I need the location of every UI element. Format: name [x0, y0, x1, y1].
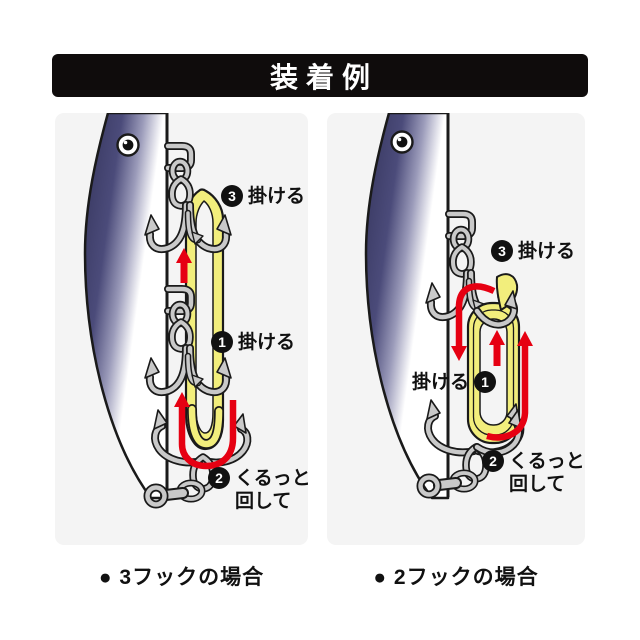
band-front-strand	[187, 404, 224, 450]
step-3-badge: 3	[221, 185, 243, 207]
three-hook-diagram	[83, 113, 308, 545]
arrow-wrap-icon	[174, 392, 237, 470]
belly-hook-point	[473, 290, 519, 329]
step-2-text-line2: 回して	[509, 474, 566, 495]
lure-body	[83, 113, 169, 500]
step-2-label: 2 くるっと 回して	[208, 467, 308, 513]
caption-three-hook: ● 3フックの場合	[98, 566, 265, 589]
rubber-band-loop	[466, 273, 521, 445]
step-2-text-line1: くるっと	[235, 468, 308, 489]
arrow-up-center-icon	[489, 330, 505, 366]
lure-body	[364, 113, 450, 500]
step-2-text-line1: くるっと	[509, 451, 585, 472]
title-bar: 装着例	[52, 54, 588, 97]
step-1-badge: 1	[474, 371, 497, 393]
step-1-text: 掛ける	[412, 372, 470, 393]
step-3-badge: 3	[491, 240, 513, 262]
step-1-text: 掛ける	[238, 332, 296, 353]
step-1-label: 1 掛ける	[211, 331, 295, 354]
step-3-label: 3 掛ける	[491, 240, 575, 263]
step-2-label: 2 くるっと 回して	[482, 450, 585, 496]
page-title: 装着例	[269, 61, 378, 93]
step-2-text-line2: 回して	[235, 491, 292, 512]
caption-two-hook: ● 2フックの場合	[373, 566, 539, 589]
lure-eye	[390, 130, 414, 154]
step-2-badge: 2	[482, 450, 504, 472]
arrow-over-icon	[451, 283, 496, 361]
arrow-up-right-icon	[486, 331, 533, 441]
lure-eye	[116, 133, 140, 157]
step-3-text: 掛ける	[248, 186, 306, 207]
panel-three-hook: 3 掛ける 1 掛ける 2 くるっと 回して	[55, 113, 308, 545]
panel-two-hook: 3 掛ける 掛ける 1 2 くるっと 回して	[327, 113, 585, 545]
arrow-up-icon	[176, 248, 192, 283]
step-1-label: 掛ける 1	[412, 371, 497, 394]
step-1-badge: 1	[211, 331, 233, 353]
step-3-text: 掛ける	[518, 241, 576, 262]
two-hook-diagram	[364, 113, 533, 545]
step-2-badge: 2	[208, 467, 230, 489]
step-3-label: 3 掛ける	[221, 185, 305, 208]
